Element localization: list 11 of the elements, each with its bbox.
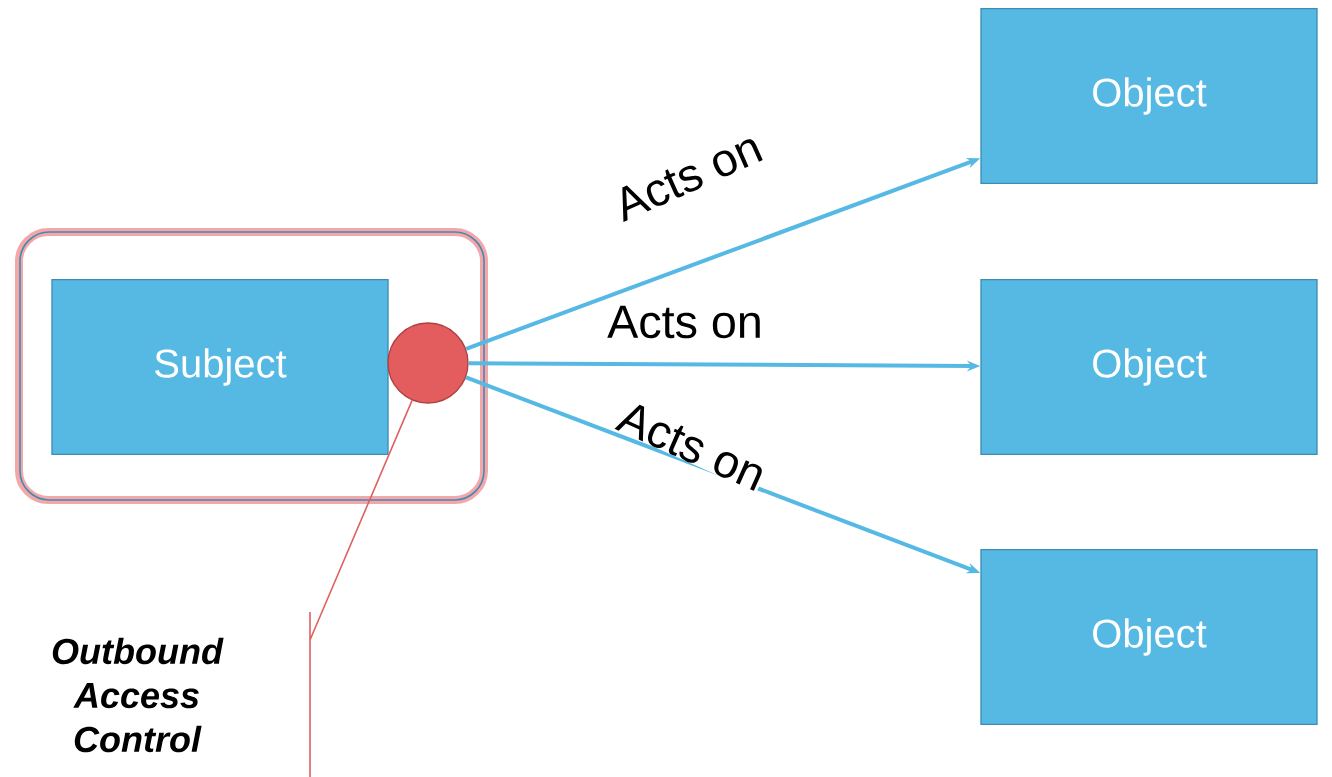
- edge-label: Acts on: [614, 399, 770, 493]
- edge-label: Acts on: [607, 305, 763, 339]
- annotation-text: Outbound Access Control: [52, 637, 224, 753]
- process-box: Object: [980, 279, 1318, 455]
- leader-line: [309, 399, 413, 777]
- process-box: Object: [980, 549, 1318, 725]
- process-box: Object: [980, 8, 1318, 184]
- edge-label: Acts on: [610, 129, 766, 223]
- process-box: Subject: [51, 279, 389, 455]
- rounded-frame: [15, 228, 488, 504]
- connection-dot: [387, 322, 469, 404]
